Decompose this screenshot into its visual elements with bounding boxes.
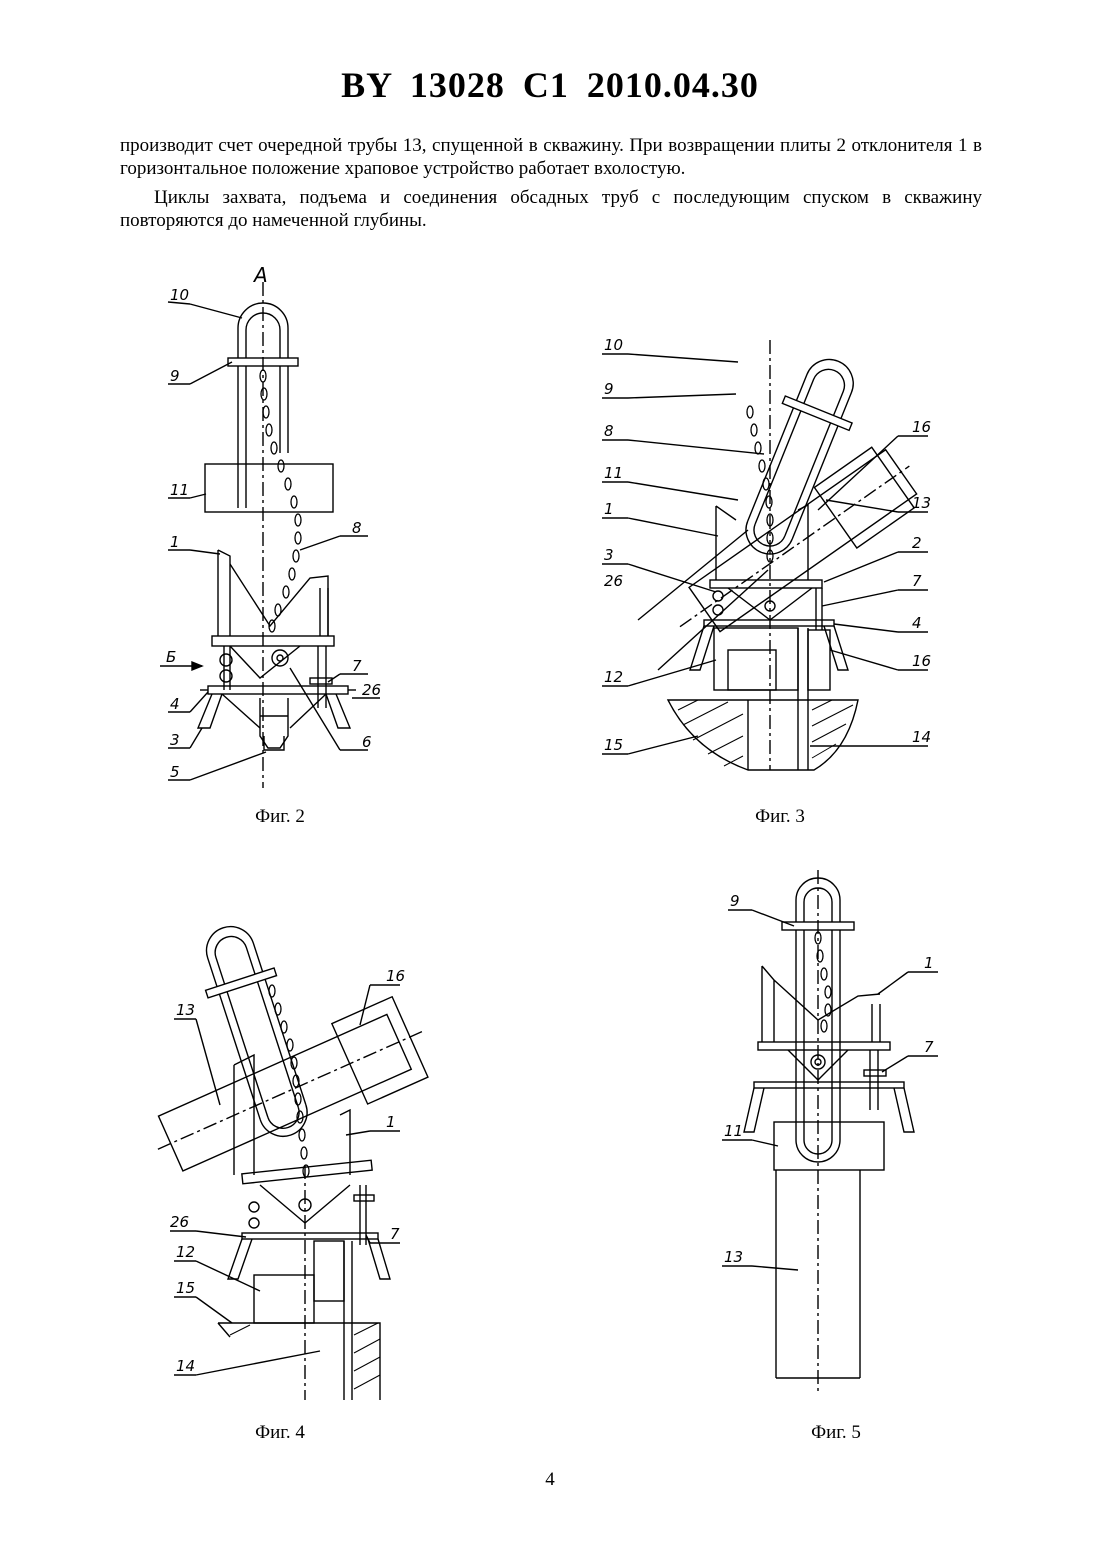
label-5: 5 — [170, 763, 180, 781]
figure-2-caption: Фиг. 2 — [210, 806, 350, 828]
label-12: 12 — [604, 668, 623, 686]
label-14: 14 — [912, 728, 931, 746]
label-16: 16 — [386, 967, 405, 985]
label-3: 3 — [604, 546, 614, 564]
label-1: 1 — [604, 500, 614, 518]
label-7: 7 — [390, 1225, 400, 1243]
figure-3-caption: Фиг. 3 — [710, 806, 850, 828]
label-10: 10 — [604, 336, 623, 354]
label-2: 2 — [912, 534, 922, 552]
label-10: 10 — [170, 286, 189, 304]
paragraph-2: Циклы захвата, подъема и соединения обса… — [120, 186, 982, 232]
label-26: 26 — [604, 572, 623, 590]
label-9: 9 — [170, 367, 180, 385]
label-4: 4 — [912, 614, 922, 632]
figure-2-drawing: А — [150, 258, 400, 798]
label-12: 12 — [176, 1243, 195, 1261]
label-26: 26 — [362, 681, 381, 699]
label-26: 26 — [170, 1213, 189, 1231]
label-13: 13 — [724, 1248, 743, 1266]
label-15: 15 — [176, 1279, 195, 1297]
label-7: 7 — [352, 657, 362, 675]
label-16-lower: 16 — [912, 652, 931, 670]
label-16: 16 — [912, 418, 931, 436]
label-9: 9 — [730, 892, 740, 910]
figure-4-drawing: 16 13 1 26 7 12 15 14 — [150, 905, 440, 1405]
label-1: 1 — [170, 533, 180, 551]
label-13: 13 — [912, 494, 931, 512]
view-arrow-label: Б — [166, 648, 176, 666]
label-8: 8 — [604, 422, 614, 440]
label-15: 15 — [604, 736, 623, 754]
label-7: 7 — [912, 572, 922, 590]
figure-3-drawing: 10 9 8 16 11 13 1 2 3 26 7 4 16 12 15 14 — [598, 330, 968, 780]
label-6: 6 — [362, 733, 372, 751]
label-7: 7 — [924, 1038, 934, 1056]
label-9: 9 — [604, 380, 614, 398]
label-13: 13 — [176, 1001, 195, 1019]
label-1: 1 — [386, 1113, 396, 1131]
document-title: BY 13028 C1 2010.04.30 — [0, 64, 1100, 106]
figure-5-caption: Фиг. 5 — [766, 1422, 906, 1444]
label-11: 11 — [170, 481, 189, 499]
figure-5-drawing: 9 1 7 11 13 — [718, 870, 968, 1400]
label-14: 14 — [176, 1357, 195, 1375]
label-11: 11 — [604, 464, 623, 482]
view-label: А — [252, 263, 268, 287]
page-number: 4 — [0, 1469, 1100, 1491]
paragraph-1: производит счет очередной трубы 13, спущ… — [120, 134, 982, 180]
label-3: 3 — [170, 731, 180, 749]
label-4: 4 — [170, 695, 180, 713]
label-11: 11 — [724, 1122, 743, 1140]
figure-4-caption: Фиг. 4 — [210, 1422, 350, 1444]
label-8: 8 — [352, 519, 362, 537]
label-1: 1 — [924, 954, 934, 972]
